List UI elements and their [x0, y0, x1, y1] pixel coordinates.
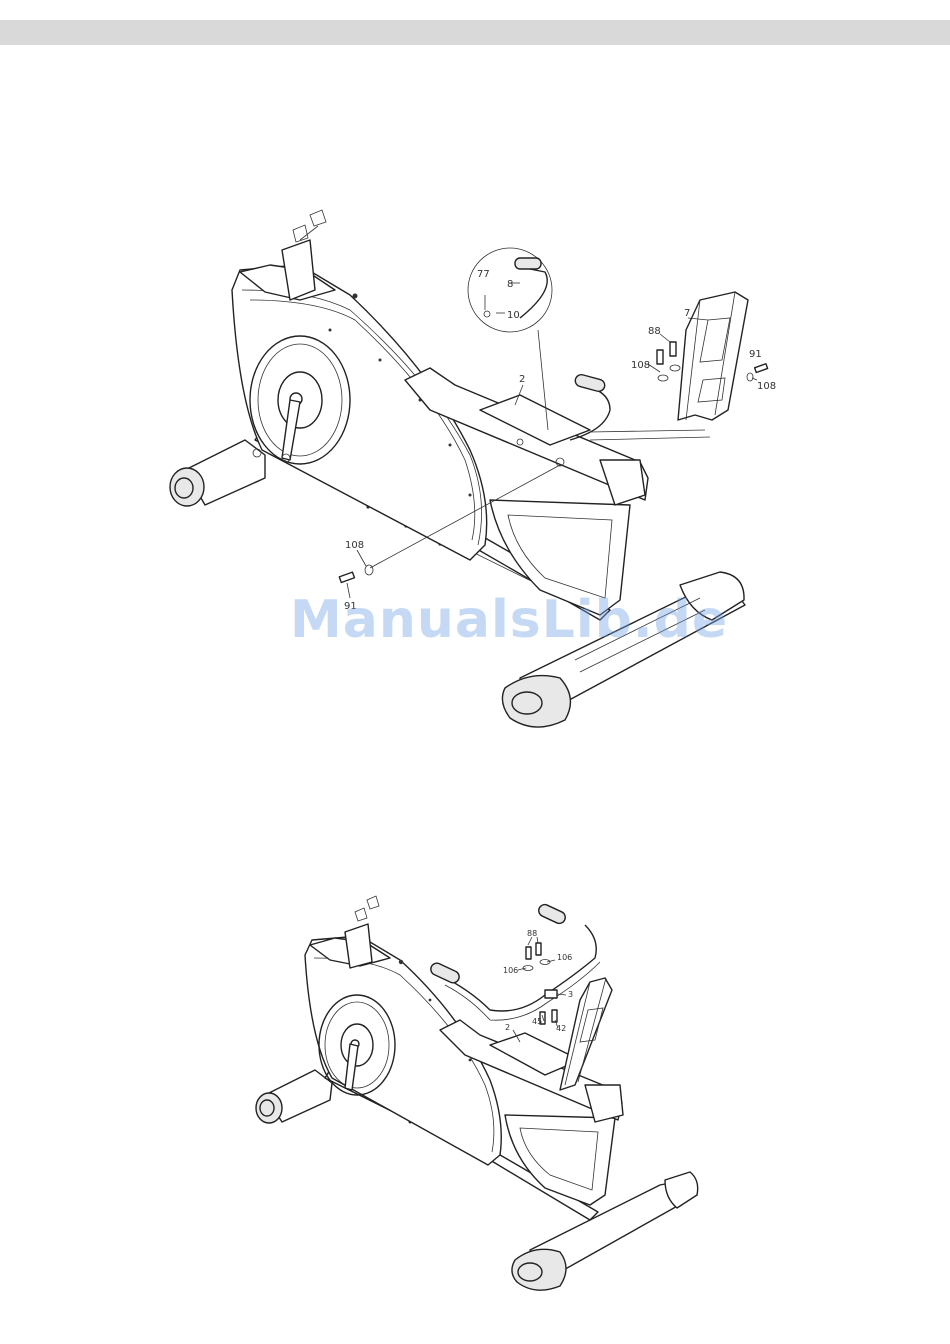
- callout-3: 3: [568, 990, 573, 999]
- callout-7: 7: [684, 308, 690, 319]
- callout-88-b: 88: [527, 929, 537, 938]
- front-pedestal-b: [505, 1115, 615, 1205]
- callout-8: 8: [507, 279, 513, 290]
- seat-back-part7: [590, 292, 748, 440]
- handlebar-part3: [429, 903, 600, 1021]
- callout-108-c: 108: [345, 540, 364, 551]
- callout-106-a: 106: [503, 966, 518, 975]
- callout-10: 10: [507, 310, 520, 321]
- fasteners-bottom: [523, 943, 557, 1024]
- watermark: ManualsLib.de: [290, 590, 728, 650]
- callout-2: 2: [519, 374, 525, 385]
- rear-stabilizer: [170, 440, 265, 506]
- figure-bottom-assembly-step: 88 106 106 3 2 45 42: [256, 896, 698, 1290]
- callout-88: 88: [648, 326, 661, 337]
- callout-108-b: 108: [757, 381, 776, 392]
- callout-106-b: 106: [557, 953, 572, 962]
- callout-2-b: 2: [505, 1023, 510, 1032]
- callout-91-a: 91: [749, 349, 762, 360]
- callout-108-a: 108: [631, 360, 650, 371]
- callout-77: 77: [477, 269, 490, 280]
- rear-stabilizer-b: [256, 1070, 332, 1123]
- callout-42: 42: [556, 1024, 566, 1033]
- callout-45: 45: [532, 1017, 542, 1026]
